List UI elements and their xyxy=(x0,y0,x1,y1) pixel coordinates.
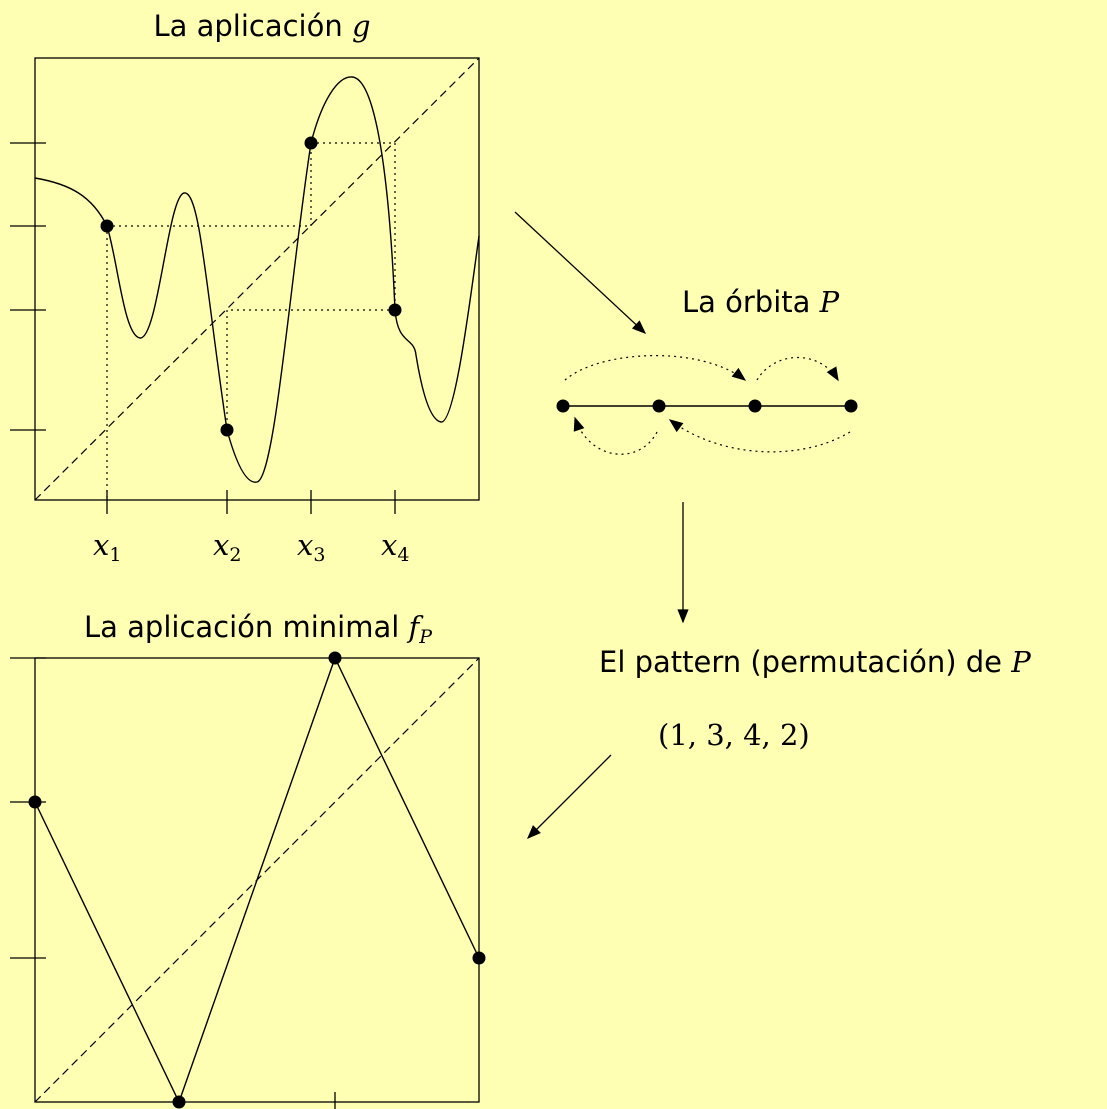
bottom-plot-y-ticks xyxy=(10,657,46,959)
orbit-diagram: La órbita P xyxy=(556,285,858,455)
pattern-text: El pattern (permutación) de P xyxy=(599,645,1031,679)
top-plot: La aplicación g xyxy=(10,9,480,566)
orbit-dot-4 xyxy=(844,399,858,413)
arrow-to-orbit xyxy=(514,211,647,334)
top-plot-frame xyxy=(34,57,480,501)
orbit-dot-2 xyxy=(652,399,666,413)
arrow-to-minimal xyxy=(527,754,612,839)
minimal-point-3 xyxy=(328,651,342,665)
pattern-permutation: (1, 3, 4, 2) xyxy=(658,718,810,752)
top-plot-diagonal xyxy=(34,57,480,501)
bottom-plot-frame xyxy=(34,657,480,1103)
orbit-point-x2 xyxy=(220,423,234,437)
bottom-plot-points xyxy=(28,651,486,1109)
minimal-point-4 xyxy=(472,951,486,965)
top-plot-y-ticks xyxy=(10,142,46,431)
minimal-map-graph xyxy=(34,656,480,1104)
x-label-2: x2 xyxy=(213,528,241,566)
bottom-plot: La aplicación minimal fP xyxy=(10,610,486,1109)
orbit-dot-3 xyxy=(748,399,762,413)
top-plot-x-ticks xyxy=(106,490,396,514)
minimal-point-2 xyxy=(172,1095,186,1109)
pattern-block: El pattern (permutación) de P (1, 3, 4, … xyxy=(599,645,1031,752)
x-label-1: x1 xyxy=(93,528,121,566)
curve-g xyxy=(34,76,480,483)
orbit-title: La órbita P xyxy=(682,285,840,319)
top-plot-orbit-points xyxy=(100,136,402,437)
x-label-3: x3 xyxy=(297,528,325,566)
x-label-4: x4 xyxy=(381,528,409,566)
orbit-dotted-arrows xyxy=(564,355,851,455)
orbit-point-x4 xyxy=(388,303,402,317)
top-plot-title: La aplicación g xyxy=(153,9,370,43)
minimal-point-1 xyxy=(28,795,42,809)
orbit-point-x3 xyxy=(304,136,318,150)
orbit-point-x1 xyxy=(100,219,114,233)
bottom-plot-title: La aplicación minimal fP xyxy=(84,610,433,648)
top-plot-cobweb xyxy=(106,142,396,500)
orbit-dot-1 xyxy=(556,399,570,413)
orbit-points xyxy=(556,399,858,413)
